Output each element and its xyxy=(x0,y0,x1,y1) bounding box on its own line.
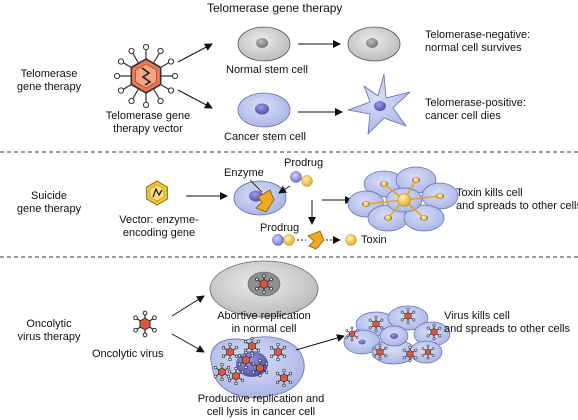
toxin-outcome-line-2: and spreads to other cells xyxy=(456,200,578,212)
normal-stem-cell-label: Normal stem cell xyxy=(226,64,308,76)
prodrug-top-label: Prodrug xyxy=(284,157,324,169)
enzyme-vector-label-line-1: Vector: enzyme- xyxy=(119,214,199,226)
prodrug-bottom-label: Prodrug xyxy=(260,222,300,234)
arrow-to-cancer-cell xyxy=(177,89,213,109)
enzyme-pointer-line xyxy=(249,179,263,193)
vector-label-line-1: Telomerase gene xyxy=(105,110,191,122)
outcome-dies-line-1: Telomerase-positive: xyxy=(425,97,526,109)
oncolytic-virus-icon xyxy=(133,310,157,338)
outcome-survives-line-1: Telomerase-negative: xyxy=(425,29,531,41)
outcome-survives-label: Telomerase-negative: normal cell survive… xyxy=(425,29,530,55)
prodrug-blue-top xyxy=(290,171,302,183)
productive-label-line-1: Productive replication and xyxy=(197,393,325,405)
section-3-label-line-1: Oncolytic xyxy=(26,318,72,330)
outcome-dies-line-2: cancer cell dies xyxy=(425,110,501,122)
normal-cell-nucleus xyxy=(256,38,268,48)
abortive-label: Abortive replication in normal cell xyxy=(212,310,316,336)
vector-label: Telomerase gene therapy vector xyxy=(98,110,198,136)
figure-title: Telomerase gene therapy xyxy=(207,1,343,15)
abortive-label-line-2: in normal cell xyxy=(231,323,297,335)
arrow-to-normal-cell xyxy=(177,43,213,63)
arrow-to-normal-host xyxy=(171,295,205,317)
abortive-label-line-1: Abortive replication xyxy=(217,310,311,322)
telomerase-vector-icon xyxy=(113,43,179,109)
section-3-label-line-2: virus therapy xyxy=(17,331,81,343)
oncolytic-virus-label: Oncolytic virus xyxy=(92,348,164,360)
enzyme-label: Enzyme xyxy=(224,167,264,179)
outcome-survives-line-2: normal cell survives xyxy=(425,42,522,54)
enzyme-vector-label: Vector: enzyme- encoding gene xyxy=(104,214,214,240)
productive-label: Productive replication and cell lysis in… xyxy=(186,393,336,419)
cancer-cell-nucleus xyxy=(255,103,269,115)
vector-label-line-2: therapy vector xyxy=(113,123,183,135)
section-2-label-line-2: gene therapy xyxy=(16,203,82,215)
prodrug-yellow-bottom xyxy=(283,234,295,246)
toxin-outcome-line-1: Toxin kills cell xyxy=(456,187,523,199)
section-2-label-line-1: Suicide xyxy=(30,190,68,202)
enzyme-shape-small xyxy=(307,230,325,250)
arrow-to-lysed-cluster xyxy=(295,334,345,351)
virus-outcome-label: Virus kills cell and spreads to other ce… xyxy=(444,310,570,336)
arrow-prodrug-to-cell xyxy=(278,185,291,194)
section-2-label: Suicide gene therapy xyxy=(4,190,94,216)
dying-cell-cluster xyxy=(347,166,459,232)
prodrug-blue-bottom xyxy=(272,234,284,246)
section-1-label: Telomerase gene therapy xyxy=(4,68,94,94)
section-3-label: Oncolytic virus therapy xyxy=(4,318,94,344)
prodrug-yellow-top xyxy=(301,175,313,187)
section-1-label-line-2: gene therapy xyxy=(16,81,82,93)
dying-cell-nucleus xyxy=(374,101,386,111)
toxin-outcome-label: Toxin kills cell and spreads to other ce… xyxy=(456,187,578,213)
virus-outcome-line-2: and spreads to other cells xyxy=(444,323,570,335)
enzyme-vector-icon xyxy=(146,180,168,206)
lysed-cell-cluster xyxy=(343,305,451,365)
cancer-stem-cell-label: Cancer stem cell xyxy=(224,131,306,143)
virus-outcome-line-1: Virus kills cell xyxy=(444,310,510,322)
section-1-label-line-1: Telomerase xyxy=(20,68,78,80)
enzyme-vector-label-line-2: encoding gene xyxy=(122,227,196,239)
outcome-dies-label: Telomerase-positive: cancer cell dies xyxy=(425,97,526,123)
productive-label-line-2: cell lysis in cancer cell xyxy=(206,406,316,418)
arrow-to-cancer-host xyxy=(171,333,205,353)
toxin-molecule xyxy=(345,234,357,246)
surviving-cell-nucleus xyxy=(366,38,378,48)
enzyme-shape xyxy=(255,189,275,213)
toxin-label: Toxin xyxy=(361,234,387,246)
